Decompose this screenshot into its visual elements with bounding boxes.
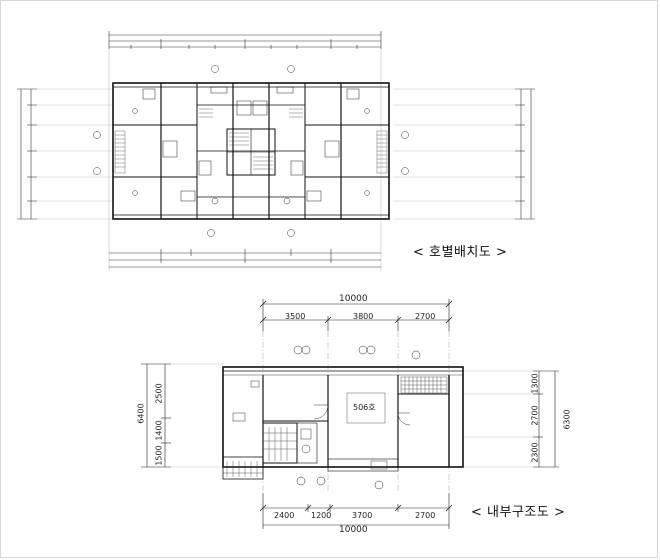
unit-layout-plan (17, 31, 535, 271)
right-dimension-segment: 2700 (530, 405, 540, 426)
top-dimension-segment: 3500 (285, 312, 306, 321)
left-dimension-segment: 1400 (154, 420, 164, 441)
left-dimension-segment: 1500 (154, 445, 164, 466)
right-dimension-segment: 1300 (530, 373, 540, 394)
top-dimension-segment: 2700 (415, 312, 436, 321)
bottom-dimension-segment: 1200 (311, 511, 332, 520)
bottom-total-dimension: 10000 (339, 525, 368, 535)
top-total-dimension: 10000 (339, 294, 368, 304)
bottom-dimension-segment: 3700 (352, 511, 373, 520)
top-dimension-segment: 3800 (353, 312, 374, 321)
bottom-dimension-segment: 2700 (415, 511, 436, 520)
bottom-dimension-segment: 2400 (274, 511, 295, 520)
room-label: 506호 (353, 403, 376, 412)
interior-structure-plan (141, 299, 559, 529)
left-total-dimension: 6400 (136, 403, 146, 424)
unit-layout-caption: < 호별배치도 > (413, 245, 508, 260)
right-dimension-segment: 2300 (530, 442, 540, 463)
right-total-dimension: 6300 (562, 409, 572, 430)
interior-structure-caption: < 내부구조도 > (471, 505, 566, 520)
left-dimension-segment: 2500 (154, 383, 164, 404)
